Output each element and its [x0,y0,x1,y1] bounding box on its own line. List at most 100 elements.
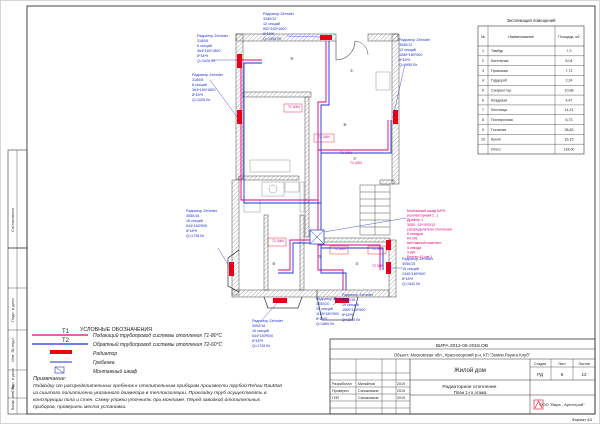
side-stamp-label: Согласовано [10,207,15,232]
table-cell-room: Прихожая [491,69,508,73]
legend-t1-label: T1 [62,329,70,335]
room-table-title: Экспликация помещений [507,18,557,23]
table-cell-number: 5 [482,88,484,92]
table-cell-number: 1 [482,49,484,53]
notes-title: Примечание: [33,376,67,382]
table-cell-area: 6,04 [566,59,573,63]
table-cell-area: 4,47 [566,98,573,102]
object-address: Объект: Московская обл., Красногорский р… [394,353,531,358]
table-cell-room: Гардероб [491,79,507,83]
table-cell-number: 9 [482,128,484,132]
table-cell-room: Котельная [491,59,508,63]
bay-window-bottom [263,296,303,309]
table-cell-area: 118,00 [564,147,575,151]
signature-role: Разработал [332,382,352,386]
svg-text:⑧: ⑧ [343,122,347,127]
table-cell-number: 10 [481,138,485,142]
radiator-mark [237,110,242,124]
radiator-mark [386,240,391,250]
company-name: ООО "Вира - Аргострой" [539,402,585,407]
svg-text:⑥: ⑥ [272,261,276,266]
radiator-mark [273,298,287,303]
bay-window-bottom-right [316,296,359,321]
signature-date: 2019 [397,389,405,393]
manifold-note: Монтажный шкаф ШРН(коллекторный 1...)Дре… [407,209,452,259]
door-arc [354,40,369,56]
room-tag: T2 3/4N [334,247,346,251]
title-block [329,338,596,415]
signature-name: Михайлов [358,382,375,386]
legend-cabinet-text: Монтажный шкаф [93,368,138,375]
title-block-text: ВИРА.2012-06-2018.ОВ Объект: Московская … [332,343,593,422]
table-cell-number: 4 [482,79,484,83]
return-pipes [243,41,392,290]
room-tag: T1 0/4N [372,247,384,251]
bay-window-left [227,249,240,293]
side-stamp-label: Инв. № подл. [10,337,15,362]
table-cell-area: 14,21 [565,108,574,112]
table-cell-area: 10,88 [565,88,574,92]
notes-line: приборов, проверить места установки. [33,404,127,410]
svg-text:⑦: ⑦ [353,156,357,161]
legend-radiator-text: Радиатор [93,351,117,357]
drawing-code: ВИРА.2012-06-2018.ОВ [436,343,488,349]
signature-date: 2019 [397,382,405,386]
notes-line: из сшитого полиэтилена указанного диамет… [33,390,267,396]
table-cell-room: Итого: [491,147,501,151]
table-cell-room: Постирочная [491,118,513,122]
stage-header: Стадия [534,362,546,366]
notes-line: Подводку от распределительных гребенок к… [33,382,283,389]
table-cell-room: Кладовая [491,98,507,102]
walls [231,33,400,298]
table-cell-room: Лестница [491,108,507,112]
table-header: Площадь, м2 [558,35,580,39]
sheet-format: Формат А3 [572,417,593,422]
table-header: № [481,35,485,39]
table-cell-number: 2 [482,59,484,63]
side-stamp-label: Подп. и дата [10,368,15,392]
sheet-header: Лист [558,362,566,366]
signature-role: Проверил [332,389,349,393]
side-stamp-label: Взам. инв. № [10,385,15,410]
table-cell-area: 16,15 [565,138,574,142]
notes-line: конструкции пола и стен. Схему уложки ут… [33,396,261,403]
room-tag: T2 0/4N [372,264,384,268]
table-cell-area: 7,3 [567,49,572,53]
table-cell-room: Кухня [491,138,501,142]
svg-text:①: ① [350,68,354,73]
table-cell-area: 38,83 [565,128,574,132]
table-cell-number: 3 [482,69,484,73]
table-cell-area: 2,24 [566,79,573,83]
fixtures [243,71,391,213]
room-explication-table: Экспликация помещений № Наименование Пло… [477,18,585,155]
signature-date: 2019 [397,396,405,400]
table-header: Наименование [508,35,534,39]
room-tag: T2 3/4N [318,135,330,139]
svg-text:⑨: ⑨ [290,56,294,61]
table-cell-number: 7 [482,108,484,112]
room-tag: T1 3/4N [272,239,284,243]
table-cell-room: Санузел гор. [491,88,512,92]
legend-title: УСЛОВНЫЕ ОБОЗНАЧЕНИЯ [80,327,152,333]
staircase [359,184,391,236]
table-cell-number: 8 [482,118,484,122]
signature-role: ГИП [332,396,340,400]
legend-return-text: Обратный трубопровод системы отопления Т… [93,341,223,348]
legend-radiator-icon [50,350,72,354]
radiator-mark [229,262,234,276]
radiator-mark [393,110,398,124]
radiator-mark [320,35,332,40]
signature-name: Сапожников [358,389,379,393]
table-cell-number: 6 [482,98,484,102]
floor-plan: ①⑨⑧ ⑦⑥⑤ ③④ T1 3/4N T2 3/4N T1 0/4N T2 0/… [209,33,407,321]
radiator-mark [335,298,349,303]
sheets-value: 12 [581,372,587,377]
house-name: Жилой дом [454,367,486,374]
